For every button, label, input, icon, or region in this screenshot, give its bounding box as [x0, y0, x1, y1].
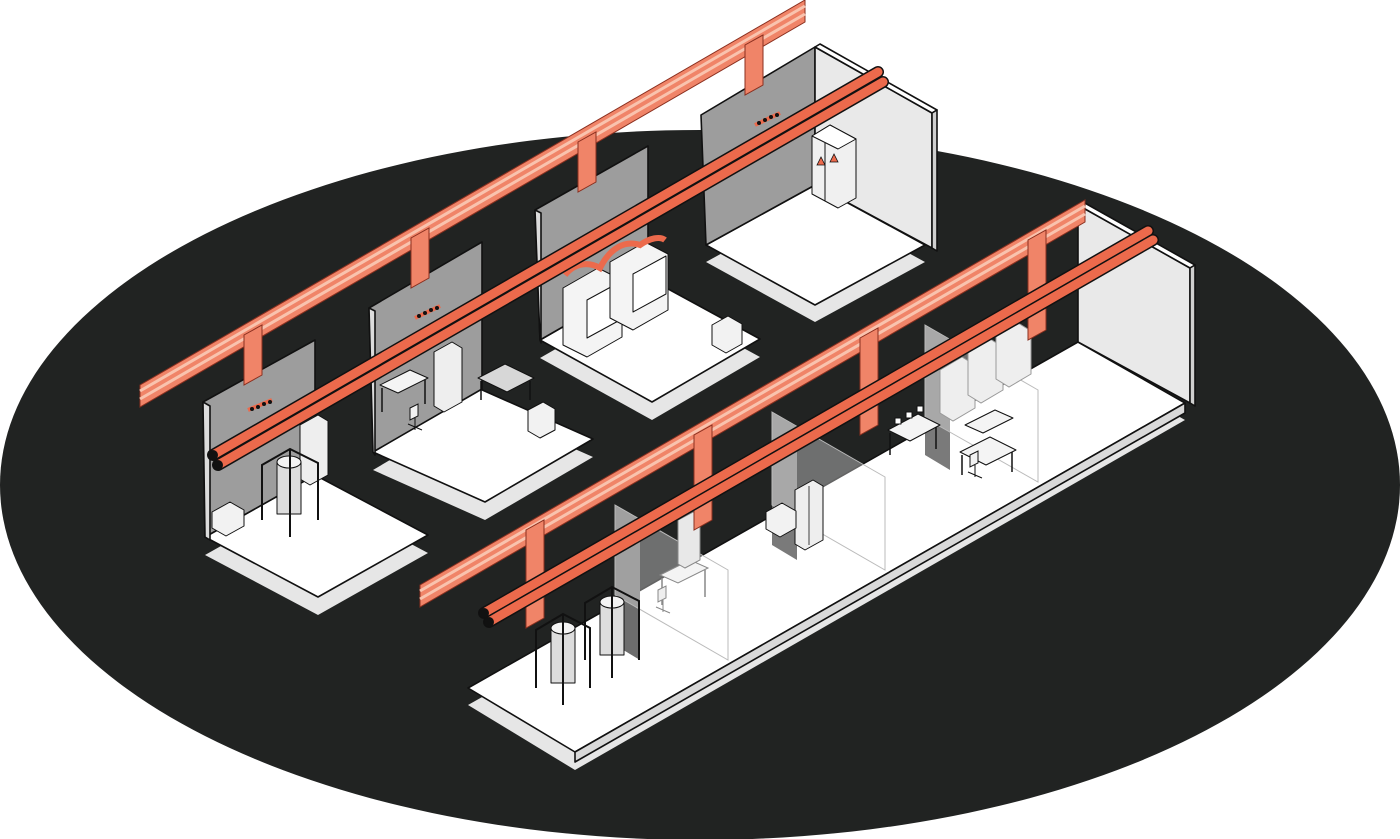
- room-a-storage-tank-icon: [261, 447, 319, 537]
- room-c-exhaust-ducts-icon: [562, 234, 667, 278]
- room-c-control-panel-icon: [711, 315, 743, 354]
- room-a: [202, 339, 429, 615]
- room-b-indicator-lights: [414, 304, 441, 320]
- room-b-lab-bench-icon: [379, 369, 429, 412]
- front-workstation-icon: [887, 405, 941, 455]
- front-lab-chair-2-icon: [967, 450, 983, 479]
- room-b-lab-chair-icon: [407, 403, 423, 431]
- room-a-cabinet-icon: [299, 414, 329, 486]
- room-a-control-panel-icon: [211, 501, 245, 537]
- front-storage-tank-1-icon: [535, 612, 591, 705]
- room-b-control-panel-icon: [527, 401, 556, 439]
- room-a-wall-side: [202, 401, 211, 541]
- room-c-fume-hood-2-icon: [609, 241, 669, 331]
- front-floor-edge: [574, 402, 1186, 763]
- room-b-lab-table-icon: [477, 363, 535, 400]
- front-cabinet-2-icon: [794, 479, 824, 551]
- room-d-indicator-lights: [754, 111, 781, 127]
- room-a-indicator-lights: [247, 398, 273, 412]
- room-b: [368, 241, 594, 520]
- room-d-wall-right-edge: [931, 109, 938, 252]
- room-b-cabinet-icon: [433, 341, 463, 413]
- front-wall-right-edge: [1189, 264, 1196, 407]
- back-tray-drop-2: [410, 227, 430, 289]
- back-cable-tray: [139, 0, 806, 408]
- front-storage-tank-2-icon: [584, 585, 640, 678]
- front-process-pipes: [478, 225, 1159, 628]
- front-walk-in-chamber-1-icon: [939, 356, 976, 422]
- front-control-panel-icon: [765, 502, 797, 538]
- back-tray-drop-3: [577, 131, 597, 193]
- back-tray-drop-1: [243, 324, 263, 386]
- front-building: [419, 199, 1196, 770]
- back-tray-drop-4: [744, 34, 764, 96]
- back-process-pipes: [207, 66, 889, 471]
- glass-partition-2: [771, 411, 886, 571]
- room-d-electrical-cabinet-icon: [811, 124, 857, 209]
- front-lab-chair-1-icon: [655, 585, 671, 614]
